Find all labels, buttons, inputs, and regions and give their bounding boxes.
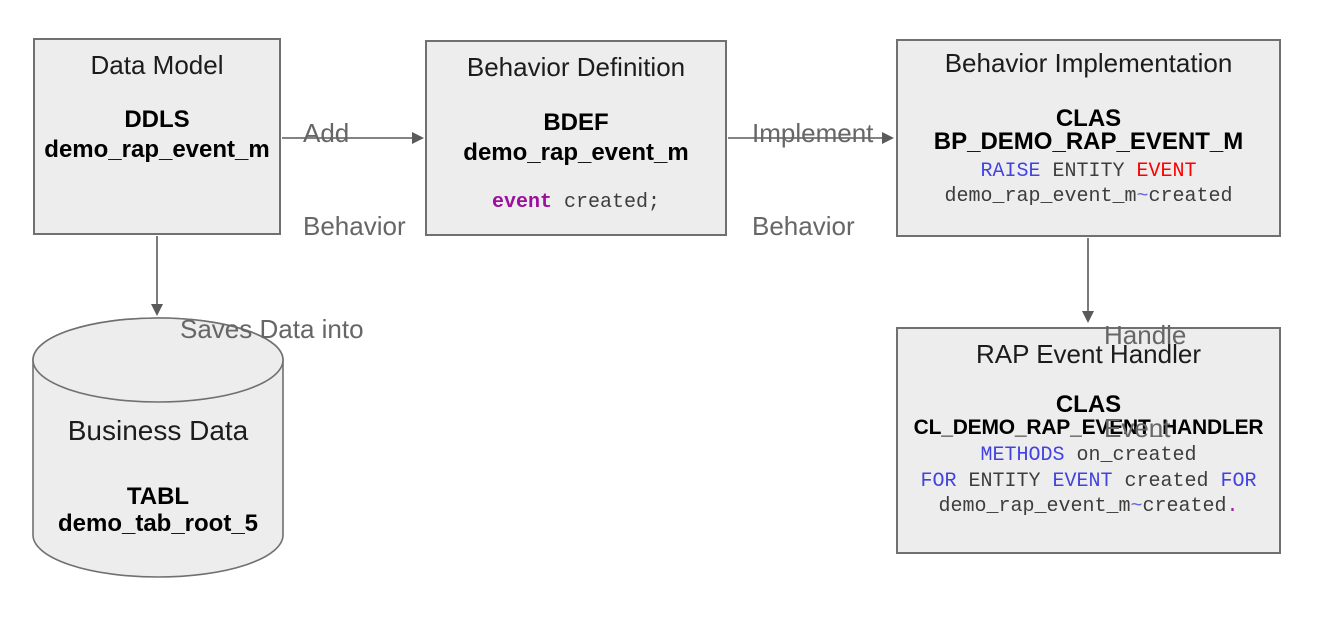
edge-label-line: Event <box>1104 413 1171 443</box>
code-entity-name: demo_rap_event_m <box>938 495 1131 518</box>
arrow-saves-data-into <box>151 236 163 316</box>
node-title: Behavior Implementation <box>944 48 1233 78</box>
edge-label-line: Add <box>303 118 350 148</box>
object-type-label: DDLS <box>124 106 190 133</box>
object-type-label: BDEF <box>543 109 609 136</box>
code-keyword-for: FOR <box>920 470 957 493</box>
edge-label-line: Behavior <box>303 211 406 241</box>
object-name: demo_rap_event_m <box>44 136 270 163</box>
node-title: Behavior Definition <box>466 52 686 82</box>
edge-label-line: Handle <box>1104 320 1187 350</box>
object-name: BP_DEMO_RAP_EVENT_M <box>933 128 1244 155</box>
arrow-implement-behavior <box>728 132 894 144</box>
code-line-event-reference: demo_rap_event_m~created <box>898 185 1279 208</box>
object-type-label: CLAS <box>1055 391 1122 418</box>
code-keyword-for: FOR <box>1220 470 1257 493</box>
node-behavior-implementation: Behavior Implementation CLAS BP_DEMO_RAP… <box>896 39 1281 237</box>
code-line-raise-entity-event: RAISE ENTITY EVENT <box>898 160 1279 183</box>
code-event-name: created <box>1142 495 1227 518</box>
code-keyword-methods: METHODS <box>980 444 1065 467</box>
node-title: Business Data <box>67 415 249 446</box>
code-text: created <box>1112 470 1221 493</box>
object-name: demo_rap_event_m <box>463 139 689 166</box>
code-keyword-event: EVENT <box>1136 160 1197 183</box>
object-name: CL_DEMO_RAP_EVENT_HANDLER <box>913 416 1264 439</box>
edge-label-saves-data-into: Saves Data into <box>180 252 364 407</box>
code-keyword-raise: RAISE <box>980 160 1041 183</box>
edge-label-implement-behavior: Implement Behavior <box>752 56 873 304</box>
code-line-methods: METHODS on_created <box>898 444 1279 467</box>
edge-label-handle-event: Handle Event <box>1104 258 1186 506</box>
node-data-model: Data Model DDLS demo_rap_event_m <box>33 38 281 235</box>
node-rap-event-handler: RAP Event Handler CLAS CL_DEMO_RAP_EVENT… <box>896 327 1281 554</box>
node-behavior-definition: Behavior Definition BDEF demo_rap_event_… <box>425 40 727 236</box>
edge-label-add-behavior: Add Behavior <box>303 56 406 304</box>
code-line-event-declaration: event created; <box>427 191 725 214</box>
code-period: . <box>1226 495 1239 518</box>
object-type-label: CLAS <box>1055 105 1122 132</box>
code-text: created; <box>551 191 661 214</box>
code-tilde-operator: ~ <box>1130 495 1143 518</box>
database-cylinder-shape <box>32 317 284 578</box>
arrow-handle-event <box>1082 238 1094 323</box>
object-name: demo_tab_root_5 <box>57 510 259 537</box>
code-line-for-entity-event: FOR ENTITY EVENT created FOR <box>898 470 1279 493</box>
code-event-name: created <box>1148 185 1233 208</box>
code-tilde-operator: ~ <box>1136 185 1149 208</box>
edge-label-line: Implement <box>752 118 874 148</box>
edge-label-line: Saves Data into <box>180 314 364 344</box>
code-method-name: on_created <box>1064 444 1197 467</box>
object-type-label: TABL <box>126 483 190 510</box>
arrow-add-behavior <box>282 132 424 144</box>
code-entity-name: demo_rap_event_m <box>944 185 1137 208</box>
code-text: ENTITY <box>1040 160 1137 183</box>
node-business-data-labels: Business Data TABL demo_tab_root_5 <box>33 318 283 577</box>
code-line-event-reference: demo_rap_event_m~created. <box>898 495 1279 518</box>
node-title: RAP Event Handler <box>976 339 1201 369</box>
code-keyword-event: event <box>491 191 552 214</box>
edge-label-line: Behavior <box>752 211 855 241</box>
code-text: ENTITY <box>956 470 1053 493</box>
node-title: Data Model <box>90 50 224 80</box>
code-keyword-event: EVENT <box>1052 470 1113 493</box>
